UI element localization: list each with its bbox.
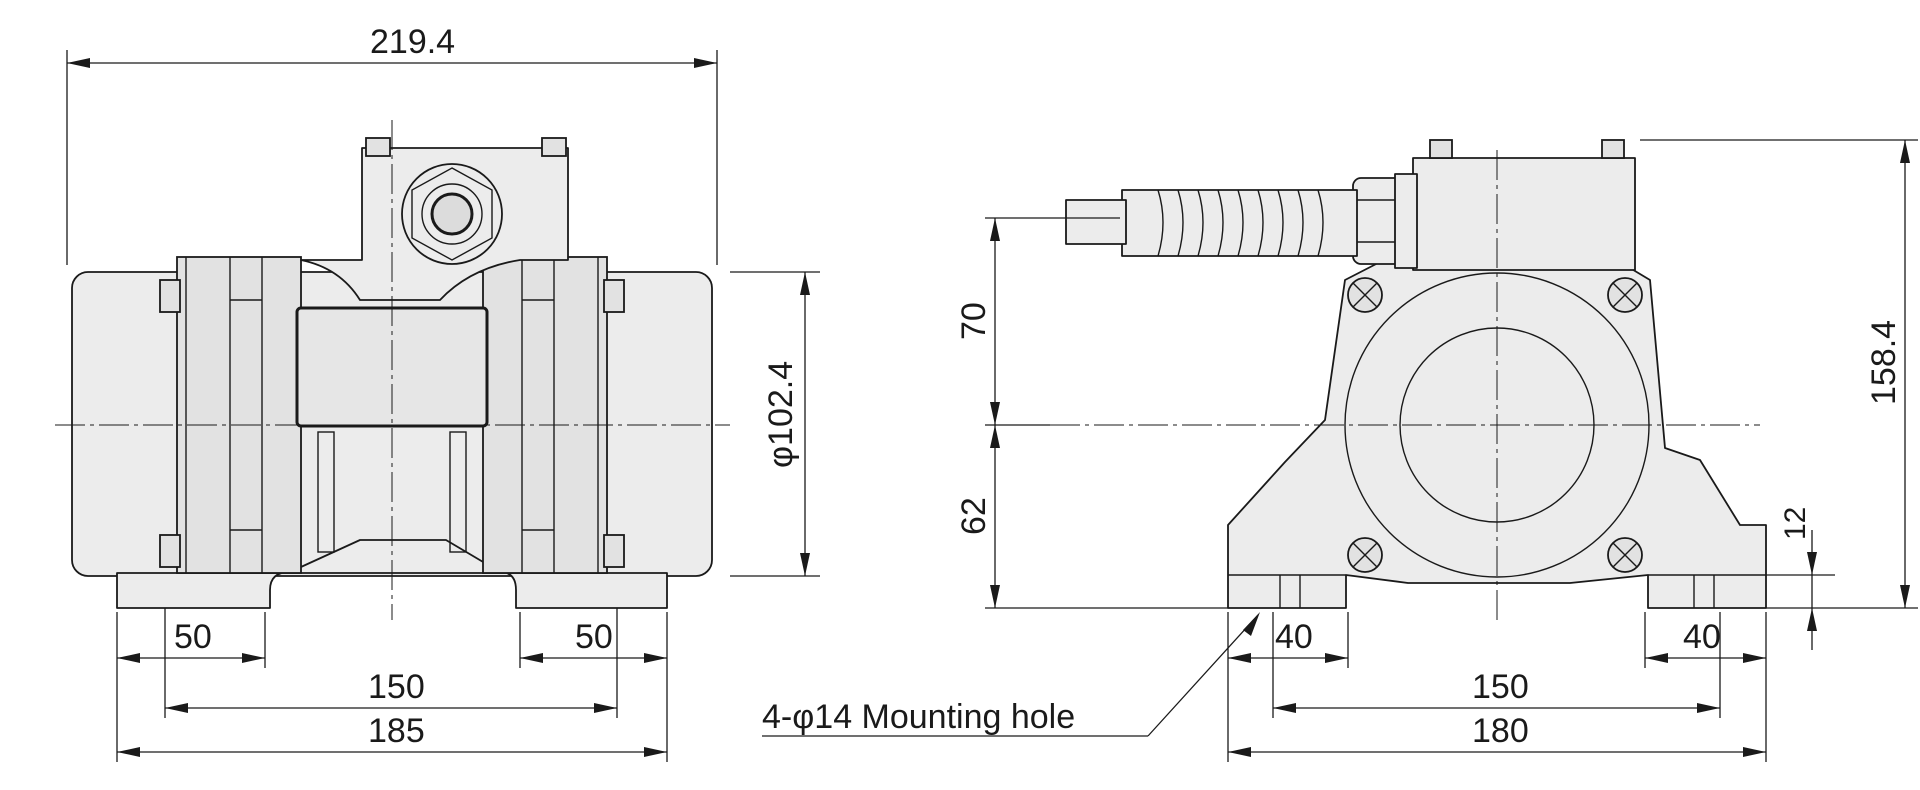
dim-side-foot-left: 40 [1275, 618, 1313, 656]
dim-overall-length: 219.4 [370, 23, 455, 61]
dim-upper-height: 70 [955, 302, 993, 340]
front-view [55, 120, 730, 620]
dim-body-diameter: φ102.4 [762, 361, 800, 468]
dim-side-base-width: 180 [1472, 712, 1529, 750]
side-cable [1065, 199, 1127, 245]
dim-front-foot-left: 50 [174, 618, 212, 656]
dim-lower-height: 62 [955, 497, 993, 535]
front-bolts [159, 137, 625, 568]
side-view [1050, 139, 1767, 620]
dim-front-base-length: 185 [368, 712, 425, 750]
side-bolts [1347, 139, 1643, 573]
cable-spring [1157, 189, 1324, 257]
dim-front-hole-pitch: 150 [368, 668, 425, 706]
dim-side-foot-right: 40 [1683, 618, 1721, 656]
dim-side-hole-pitch: 150 [1472, 668, 1529, 706]
front-right-flange [482, 256, 608, 574]
side-terminal-box [1412, 157, 1636, 271]
dim-overall-height: 158.4 [1865, 320, 1903, 405]
side-dimensions: 70 62 158.4 12 40 40 [762, 139, 1918, 762]
front-dimensions: 219.4 φ102.4 50 50 150 185 [66, 23, 820, 762]
dim-front-foot-right: 50 [575, 618, 613, 656]
mounting-hole-note: 4-φ14 Mounting hole [762, 698, 1075, 736]
dim-foot-thickness: 12 [1779, 507, 1812, 540]
front-left-flange [176, 256, 302, 574]
cable-gland-front [401, 163, 503, 265]
front-base [116, 539, 668, 609]
